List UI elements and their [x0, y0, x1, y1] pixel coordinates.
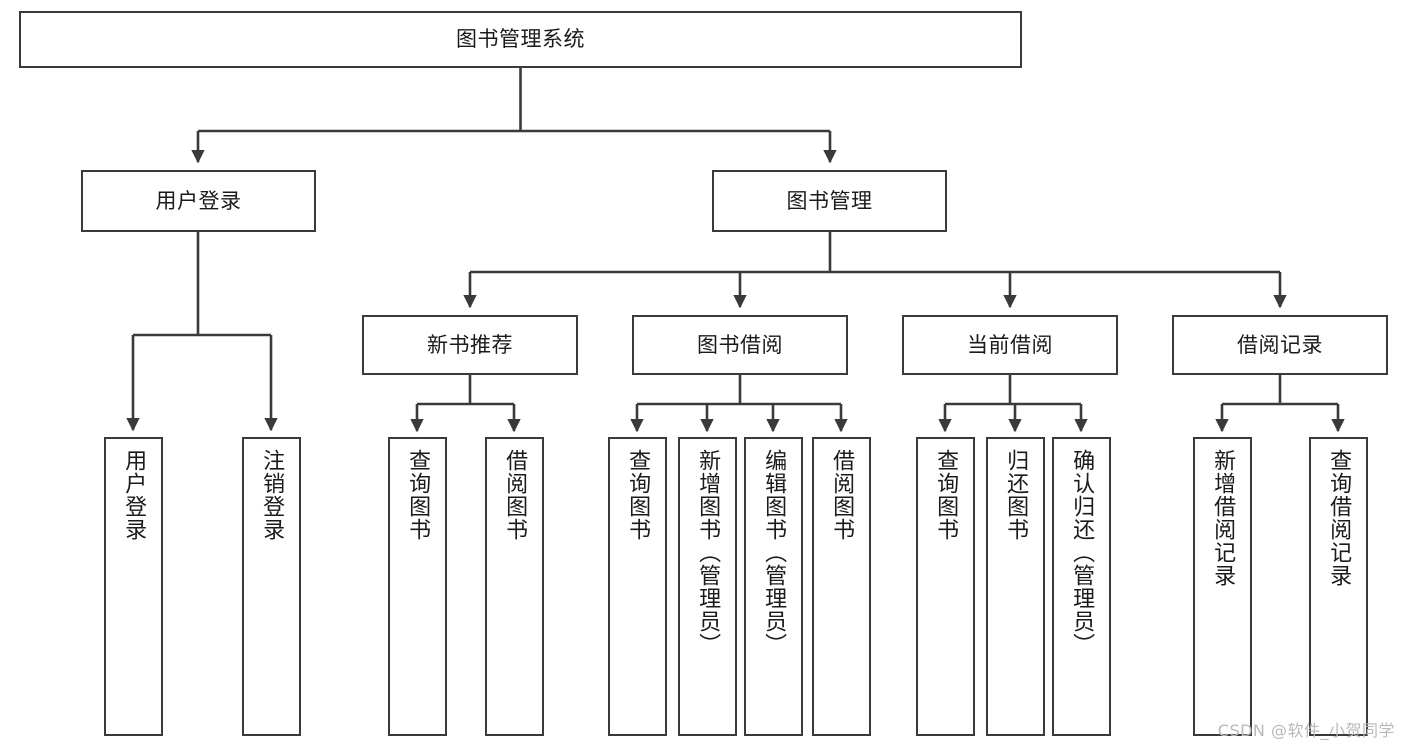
node-root[interactable]: 图书管理系统 [19, 11, 1022, 68]
leaf-new-book-borrow[interactable]: 借阅图书 [485, 437, 544, 736]
node-user-login-label: 用户登录 [155, 188, 242, 213]
leaf-borrow-record-query[interactable]: 查询借阅记录 [1309, 437, 1368, 736]
leaf-book-borrow-edit-label: 编辑图书（管理员） [761, 449, 787, 656]
node-book-management[interactable]: 图书管理 [712, 170, 947, 232]
node-book-management-label: 图书管理 [786, 188, 873, 213]
leaf-current-borrow-query-label: 查询图书 [933, 449, 959, 541]
leaf-book-borrow-add[interactable]: 新增图书（管理员） [678, 437, 737, 736]
watermark: CSDN @软件_小贺同学 [1217, 721, 1395, 740]
leaf-book-borrow-query-label: 查询图书 [625, 449, 651, 541]
node-book-borrow[interactable]: 图书借阅 [632, 315, 848, 375]
leaf-user-login-signin[interactable]: 用户登录 [104, 437, 163, 736]
leaf-new-book-borrow-label: 借阅图书 [502, 449, 528, 541]
node-new-book-recommend-label: 新书推荐 [427, 332, 513, 357]
node-book-borrow-label: 图书借阅 [697, 332, 783, 357]
leaf-book-borrow-query[interactable]: 查询图书 [608, 437, 667, 736]
leaf-current-borrow-query[interactable]: 查询图书 [916, 437, 975, 736]
leaf-new-book-query-label: 查询图书 [405, 449, 431, 541]
leaf-borrow-record-add[interactable]: 新增借阅记录 [1193, 437, 1252, 736]
node-new-book-recommend[interactable]: 新书推荐 [362, 315, 578, 375]
leaf-user-login-signout-label: 注销登录 [259, 449, 285, 541]
leaf-book-borrow-edit[interactable]: 编辑图书（管理员） [744, 437, 803, 736]
node-current-borrow[interactable]: 当前借阅 [902, 315, 1118, 375]
leaf-current-borrow-confirm-label: 确认归还（管理员） [1069, 449, 1095, 656]
leaf-current-borrow-return[interactable]: 归还图书 [986, 437, 1045, 736]
leaf-current-borrow-return-label: 归还图书 [1003, 449, 1029, 541]
leaf-book-borrow-borrow[interactable]: 借阅图书 [812, 437, 871, 736]
leaf-current-borrow-confirm[interactable]: 确认归还（管理员） [1052, 437, 1111, 736]
leaf-borrow-record-query-label: 查询借阅记录 [1326, 449, 1352, 587]
leaf-book-borrow-borrow-label: 借阅图书 [829, 449, 855, 541]
leaf-user-login-signout[interactable]: 注销登录 [242, 437, 301, 736]
leaf-new-book-query[interactable]: 查询图书 [388, 437, 447, 736]
leaf-user-login-signin-label: 用户登录 [121, 449, 147, 541]
leaf-book-borrow-add-label: 新增图书（管理员） [695, 449, 721, 656]
node-borrow-record[interactable]: 借阅记录 [1172, 315, 1388, 375]
node-root-label: 图书管理系统 [456, 27, 585, 52]
node-user-login[interactable]: 用户登录 [81, 170, 316, 232]
leaf-borrow-record-add-label: 新增借阅记录 [1210, 449, 1236, 587]
node-borrow-record-label: 借阅记录 [1237, 332, 1323, 357]
node-current-borrow-label: 当前借阅 [967, 332, 1053, 357]
